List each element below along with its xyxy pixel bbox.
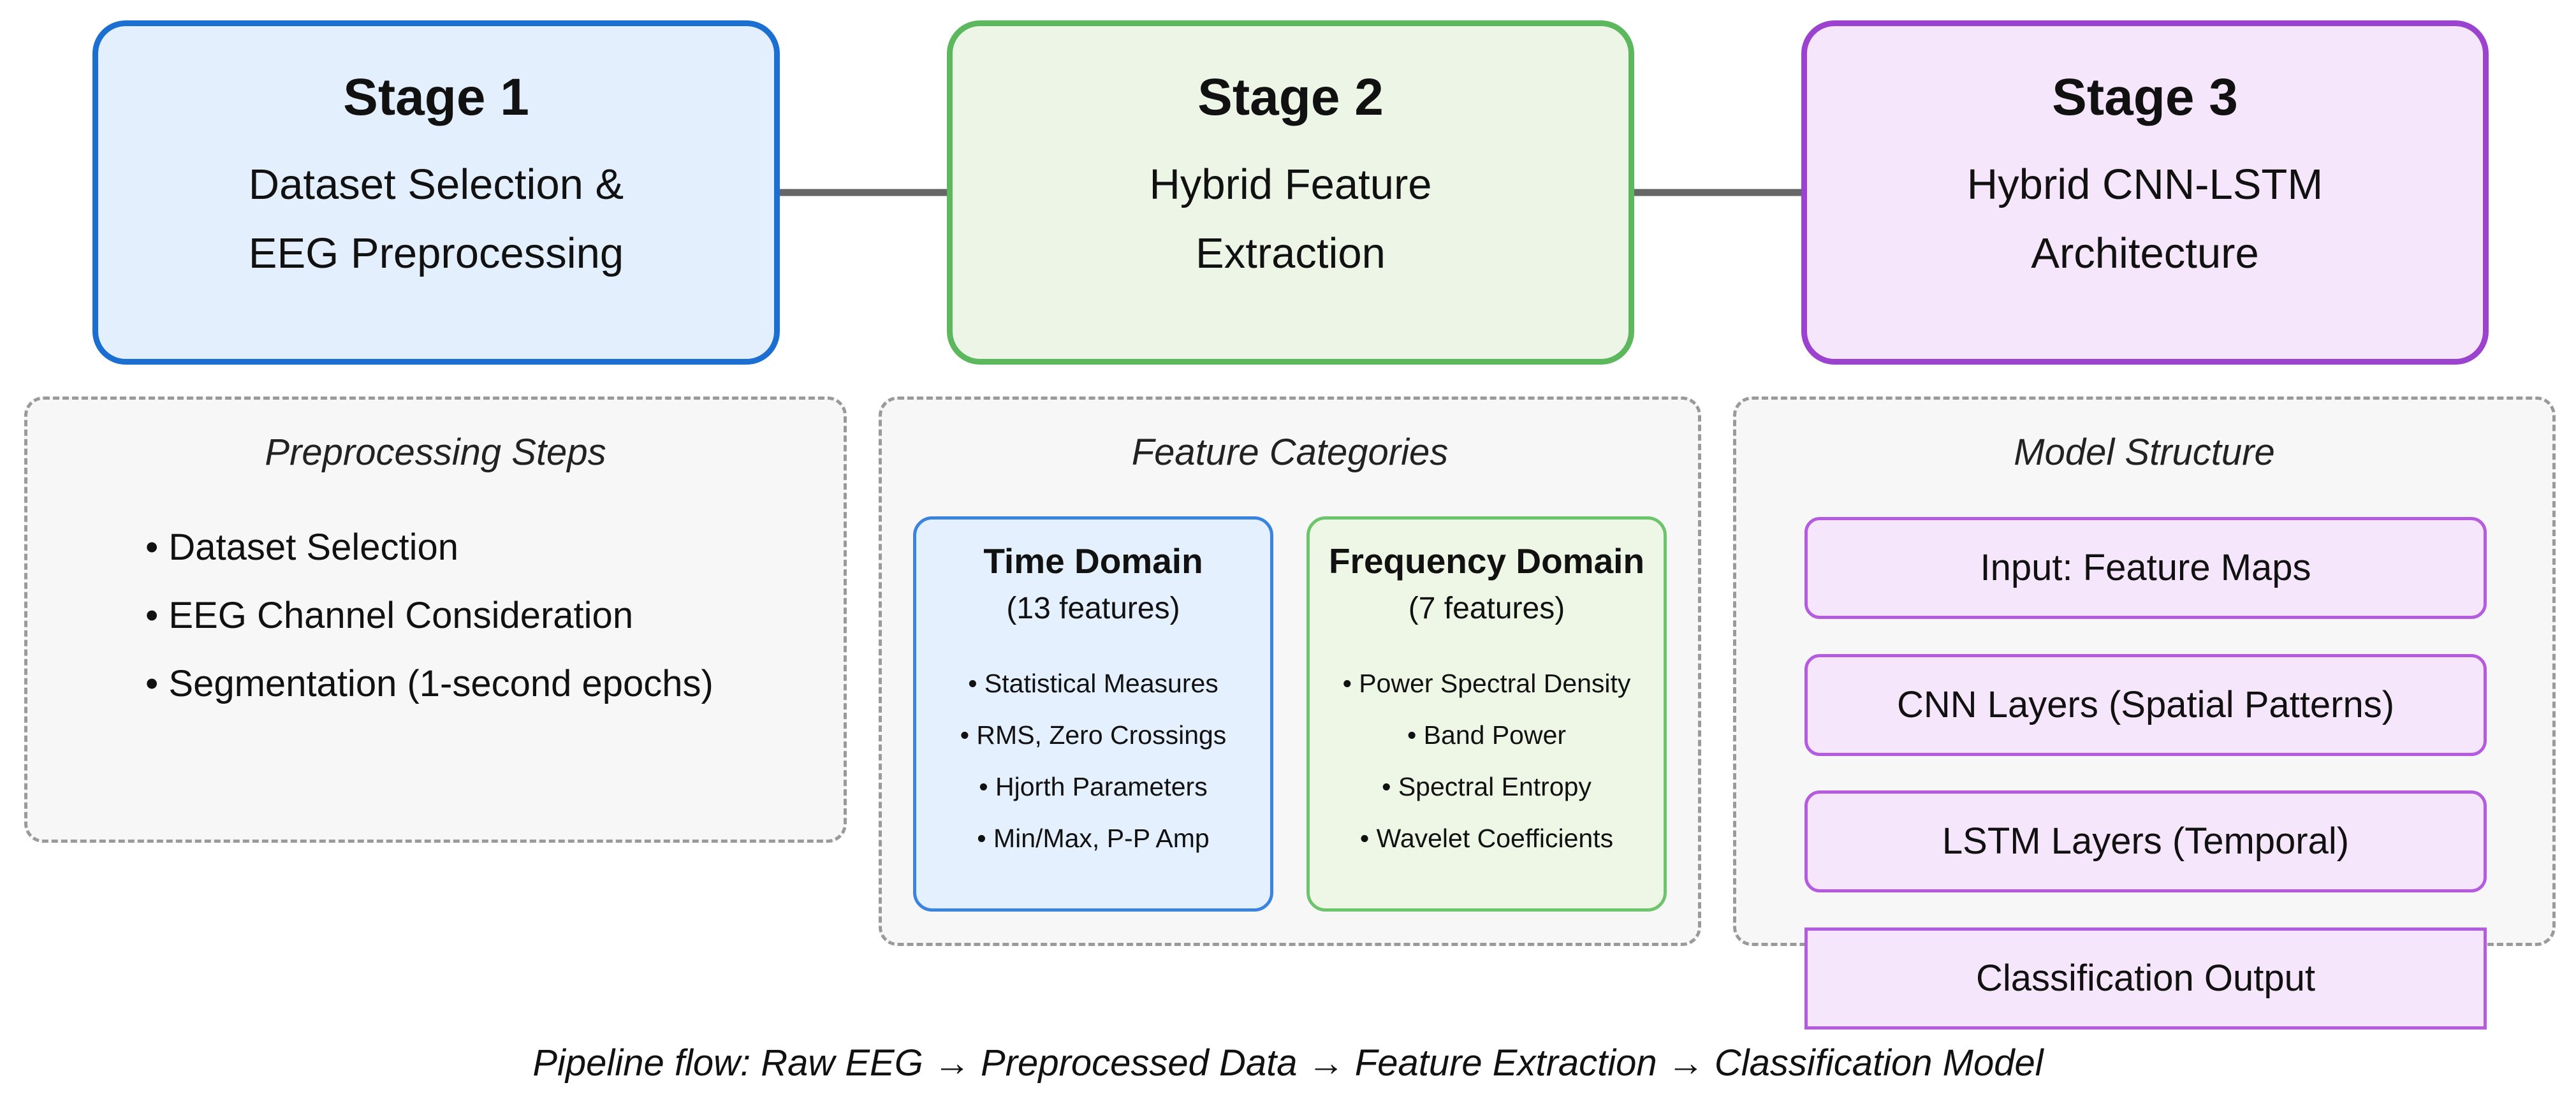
stage-3-box: Stage 3 Hybrid CNN-LSTM Architecture — [1801, 20, 2489, 365]
stage-2-subtitle-line-2: Extraction — [1196, 229, 1386, 277]
stage-1-subtitle: Dataset Selection & EEG Preprocessing — [98, 150, 774, 288]
frequency-domain-box: Frequency Domain (7 features) • Power Sp… — [1306, 516, 1667, 912]
model-layer-cnn: CNN Layers (Spatial Patterns) — [1804, 654, 2487, 756]
time-domain-title: Time Domain — [983, 541, 1203, 581]
time-domain-list: • Statistical Measures • RMS, Zero Cross… — [916, 658, 1270, 864]
frequency-domain-title: Frequency Domain — [1328, 541, 1645, 581]
frequency-domain-item: • Band Power — [1407, 720, 1567, 750]
frequency-domain-item: • Spectral Entropy — [1382, 772, 1592, 801]
pipeline-caption: Pipeline flow: Raw EEG → Preprocessed Da… — [532, 1042, 2044, 1084]
preprocessing-panel-title: Preprocessing Steps — [265, 432, 606, 473]
stage-3-subtitle-line-1: Hybrid CNN-LSTM — [1966, 161, 2324, 208]
stage-2-box: Stage 2 Hybrid Feature Extraction — [947, 20, 1634, 365]
preprocessing-panel: Preprocessing Steps • Dataset Selection … — [24, 397, 847, 843]
stage-1-subtitle-line-1: Dataset Selection & — [248, 161, 624, 208]
stage-3-subtitle-line-2: Architecture — [2031, 229, 2259, 277]
preprocessing-step: • Dataset Selection — [145, 527, 459, 568]
frequency-domain-item: • Power Spectral Density — [1342, 669, 1631, 698]
frequency-domain-item: • Wavelet Coefficients — [1359, 824, 1614, 853]
preprocessing-step-list: • Dataset Selection • EEG Channel Consid… — [145, 513, 714, 718]
time-domain-box: Time Domain (13 features) • Statistical … — [913, 516, 1273, 912]
frequency-domain-list: • Power Spectral Density • Band Power • … — [1310, 658, 1664, 864]
model-layer-lstm: LSTM Layers (Temporal) — [1804, 790, 2487, 892]
stage-3-title: Stage 3 — [2052, 68, 2238, 126]
time-domain-item: • RMS, Zero Crossings — [960, 720, 1227, 750]
stage-1-subtitle-line-2: EEG Preprocessing — [248, 229, 624, 277]
stage-2-subtitle: Hybrid Feature Extraction — [953, 150, 1628, 288]
feature-categories-panel-title: Feature Categories — [1131, 432, 1449, 473]
stage-1-title: Stage 1 — [343, 68, 529, 126]
preprocessing-step: • Segmentation (1-second epochs) — [145, 663, 714, 704]
stage-3-subtitle: Hybrid CNN-LSTM Architecture — [1807, 150, 2483, 288]
model-layer-input: Input: Feature Maps — [1804, 517, 2487, 619]
time-domain-item: • Statistical Measures — [968, 669, 1218, 698]
preprocessing-step: • EEG Channel Consideration — [145, 595, 634, 636]
frequency-domain-count: (7 features) — [1408, 592, 1565, 625]
time-domain-item: • Hjorth Parameters — [979, 772, 1208, 801]
stage-1-box: Stage 1 Dataset Selection & EEG Preproce… — [92, 20, 780, 365]
model-structure-panel-title: Model Structure — [2014, 432, 2275, 473]
stage-2-subtitle-line-1: Hybrid Feature — [1149, 161, 1432, 208]
time-domain-count: (13 features) — [1006, 592, 1180, 625]
stage-2-title: Stage 2 — [1197, 68, 1384, 126]
time-domain-item: • Min/Max, P-P Amp — [977, 824, 1210, 853]
model-layer-output: Classification Output — [1804, 928, 2487, 1030]
